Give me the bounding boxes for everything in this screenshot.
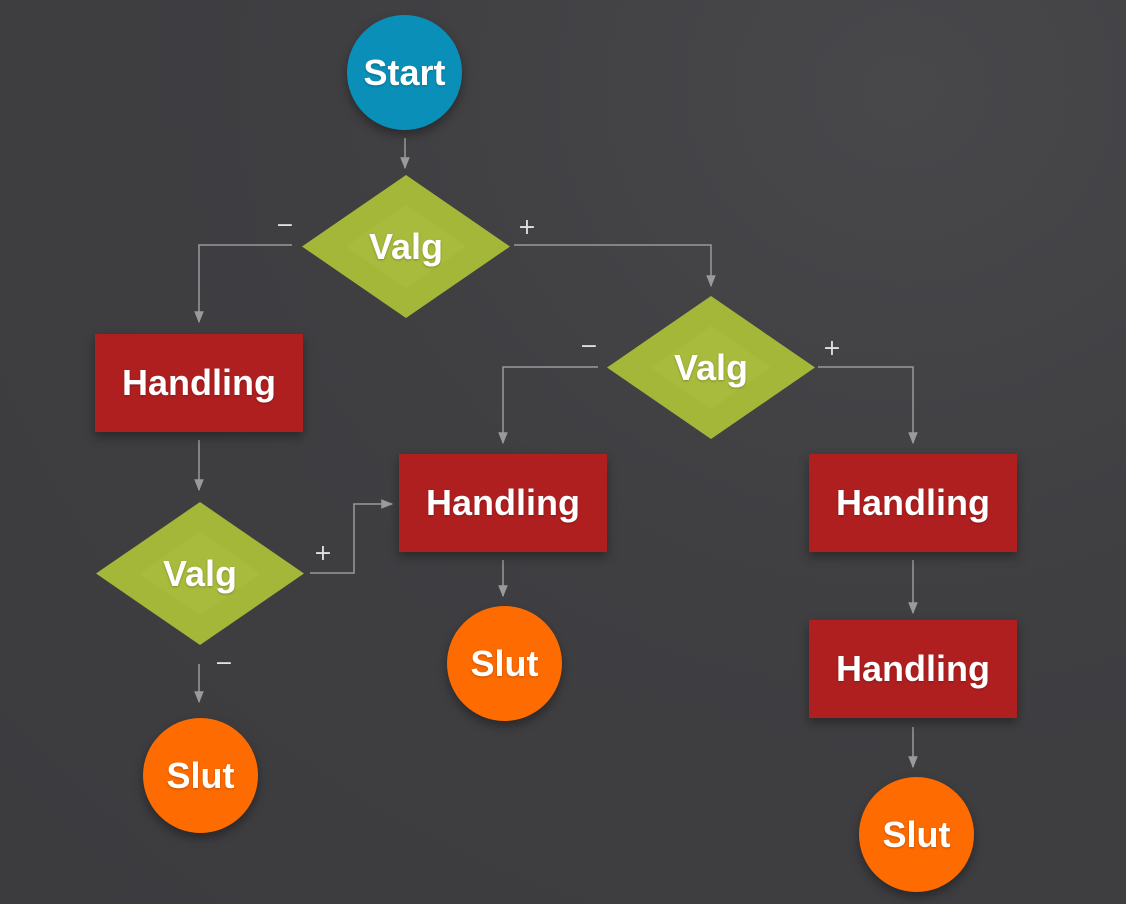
decision-node-1-label: Valg (368, 225, 444, 267)
connector-valg-1-plus (514, 244, 716, 288)
connector-valg-2-minus (498, 366, 598, 445)
branch-sign-valg-2-minus: − (579, 334, 599, 359)
end-node-1-label: Slut (166, 754, 235, 796)
action-node-2: Handling (399, 454, 607, 552)
decision-node-3-label: Valg (162, 552, 238, 594)
action-node-3: Handling (809, 454, 1017, 552)
connector-valg-2-plus (818, 366, 918, 445)
decision-node-2: Valg (607, 296, 815, 439)
action-node-4: Handling (809, 620, 1017, 718)
decision-node-2-label: Valg (673, 346, 749, 388)
decision-diamond-shape (302, 175, 510, 318)
decision-node-1: Valg (302, 175, 510, 318)
connector-valg-3-plus (310, 499, 394, 574)
branch-sign-valg-3-plus: + (313, 541, 333, 566)
end-node-2-label: Slut (470, 642, 539, 684)
end-node-3-label: Slut (882, 813, 951, 855)
action-node-4-label: Handling (836, 648, 990, 689)
action-node-1-label: Handling (122, 362, 276, 403)
branch-sign-valg-1-minus: − (275, 213, 295, 238)
branch-sign-valg-1-plus: + (517, 215, 537, 240)
action-node-2-label: Handling (426, 482, 580, 523)
branch-sign-valg-2-plus: + (822, 336, 842, 361)
end-node-1: Slut (143, 718, 258, 833)
action-node-1: Handling (95, 334, 303, 432)
start-node: Start (347, 15, 462, 130)
end-node-3: Slut (859, 777, 974, 892)
action-node-3-label: Handling (836, 482, 990, 523)
connector-valg-1-minus (194, 244, 292, 324)
decision-node-3: Valg (96, 502, 304, 645)
start-node-label: Start (363, 51, 446, 93)
decision-diamond-shape (96, 502, 304, 645)
end-node-2: Slut (447, 606, 562, 721)
decision-diamond-shape (607, 296, 815, 439)
branch-sign-valg-3-minus: − (214, 651, 234, 676)
